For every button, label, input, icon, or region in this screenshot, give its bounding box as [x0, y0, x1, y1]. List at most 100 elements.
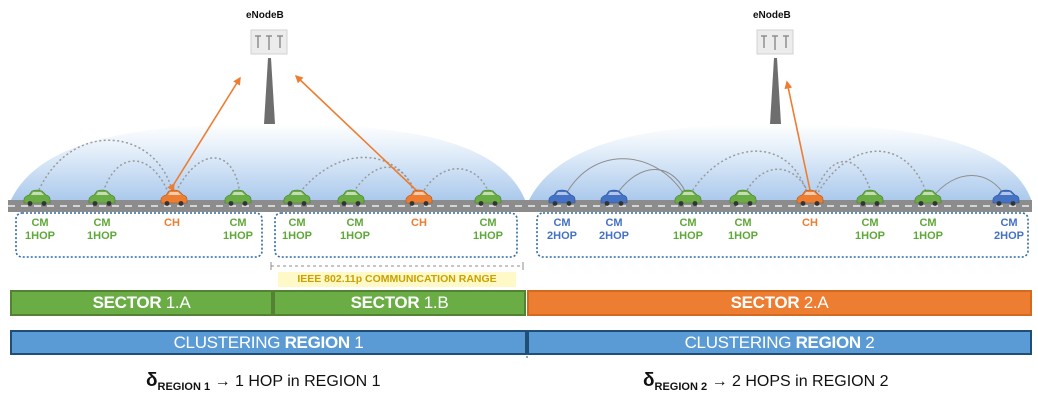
arrow-icon: →: [214, 373, 231, 390]
cluster-member-vehicle: [548, 189, 576, 206]
vehicle-hop: 1HOP: [473, 230, 503, 242]
vehicle-label: CH: [150, 217, 194, 230]
vehicle-role: CM: [479, 217, 497, 229]
sector-bar-1a: SECTOR 1.A: [10, 290, 273, 316]
coverage-area-1: [10, 124, 526, 202]
vehicle-hop: 1HOP: [87, 230, 117, 242]
vehicle-hop: 1HOP: [340, 230, 370, 242]
vehicle-role: CM: [1000, 217, 1018, 229]
region-bar-2: CLUSTERING REGION 2: [527, 330, 1032, 355]
vehicle-role: CM: [679, 217, 697, 229]
region-prefix: CLUSTERING: [173, 332, 281, 352]
region-bar-1: CLUSTERING REGION 1: [10, 330, 527, 355]
vehicle-hop: 1HOP: [223, 230, 253, 242]
arrow-icon: →: [711, 373, 728, 390]
formula-text: 1 HOP in REGION 1: [235, 373, 381, 390]
vehicle-role: CM: [553, 217, 571, 229]
sector-id: 1.B: [423, 293, 449, 312]
vehicle-role: CM: [93, 217, 111, 229]
coverage-area-2: [528, 124, 1032, 202]
vehicle-role: CM: [31, 217, 49, 229]
vehicle-hop: 1HOP: [728, 230, 758, 242]
cluster-member-vehicle: [674, 189, 702, 206]
enodeb-tower-1: [250, 29, 288, 124]
formula-text: 2 HOPS in REGION 2: [732, 373, 889, 390]
vehicle-role: CM: [288, 217, 306, 229]
vehicle-role: CH: [802, 217, 818, 229]
delta-symbol: δ: [146, 370, 158, 391]
region-word: REGION: [284, 332, 351, 352]
vehicle-hop: 2HOP: [547, 230, 577, 242]
formula-subscript: REGION 1: [157, 381, 211, 393]
cluster-member-vehicle: [283, 189, 311, 206]
cluster-member-vehicle: [914, 189, 942, 206]
vehicle-role: CM: [605, 217, 623, 229]
v2v-links-solid: [561, 158, 1007, 203]
enodeb-label-1: eNodeB: [246, 10, 284, 21]
enodeb-label-2: eNodeB: [753, 10, 791, 21]
cluster-member-vehicle: [88, 189, 116, 206]
cluster-box-3: [536, 212, 1029, 258]
vehicles: [23, 189, 1020, 206]
sector-id: 2.A: [803, 293, 829, 312]
vehicle-role: CM: [229, 217, 247, 229]
vehicle-role: CM: [861, 217, 879, 229]
cluster-member-vehicle: [600, 189, 628, 206]
hop-formula-region-2: δREGION 2 → 2 HOPS in REGION 2: [643, 370, 889, 393]
cluster-member-vehicle: [856, 189, 884, 206]
v2i-links: [167, 74, 816, 198]
cluster-member-vehicle: [224, 189, 252, 206]
vehicle-hop: 1HOP: [282, 230, 312, 242]
region-number: 1: [354, 332, 364, 352]
vehicle-hop: 2HOP: [994, 230, 1024, 242]
communication-range-indicator: [270, 262, 524, 270]
sector-name: SECTOR: [350, 293, 420, 312]
cluster-box-1: [15, 212, 263, 258]
cluster-head-vehicle: [405, 189, 433, 206]
vehicle-role: CH: [164, 217, 180, 229]
sector-name: SECTOR: [730, 293, 800, 312]
communication-range-label: IEEE 802.11p COMMUNICATION RANGE: [278, 272, 516, 287]
vehicle-role: CM: [919, 217, 937, 229]
region-prefix: CLUSTERING: [684, 332, 792, 352]
sector-bar-1b: SECTOR 1.B: [273, 290, 526, 316]
sector-bar-2a: SECTOR 2.A: [527, 290, 1032, 316]
delta-symbol: δ: [643, 370, 655, 391]
hop-formula-region-1: δREGION 1 → 1 HOP in REGION 1: [146, 370, 381, 393]
cluster-member-vehicle: [23, 189, 51, 206]
region-word: REGION: [795, 332, 862, 352]
cluster-head-vehicle: [796, 189, 824, 206]
region-number: 2: [865, 332, 875, 352]
vehicle-role: CM: [734, 217, 752, 229]
vehicle-hop: 1HOP: [913, 230, 943, 242]
vehicle-hop: 1HOP: [25, 230, 55, 242]
cluster-member-vehicle: [992, 189, 1020, 206]
cluster-member-vehicle: [729, 189, 757, 206]
vehicle-role: CM: [346, 217, 364, 229]
vehicle-label: CH: [788, 217, 832, 230]
enodeb-tower-2: [756, 29, 794, 124]
vehicle-label: CH: [397, 217, 441, 230]
cluster-member-vehicle: [337, 189, 365, 206]
cluster-member-vehicle: [474, 189, 502, 206]
vehicle-hop: 1HOP: [855, 230, 885, 242]
cluster-head-vehicle: [160, 189, 188, 206]
sector-name: SECTOR: [92, 293, 162, 312]
sector-id: 1.A: [165, 293, 191, 312]
vehicle-hop: 2HOP: [599, 230, 629, 242]
vehicle-hop: 1HOP: [673, 230, 703, 242]
formula-subscript: REGION 2: [654, 381, 708, 393]
